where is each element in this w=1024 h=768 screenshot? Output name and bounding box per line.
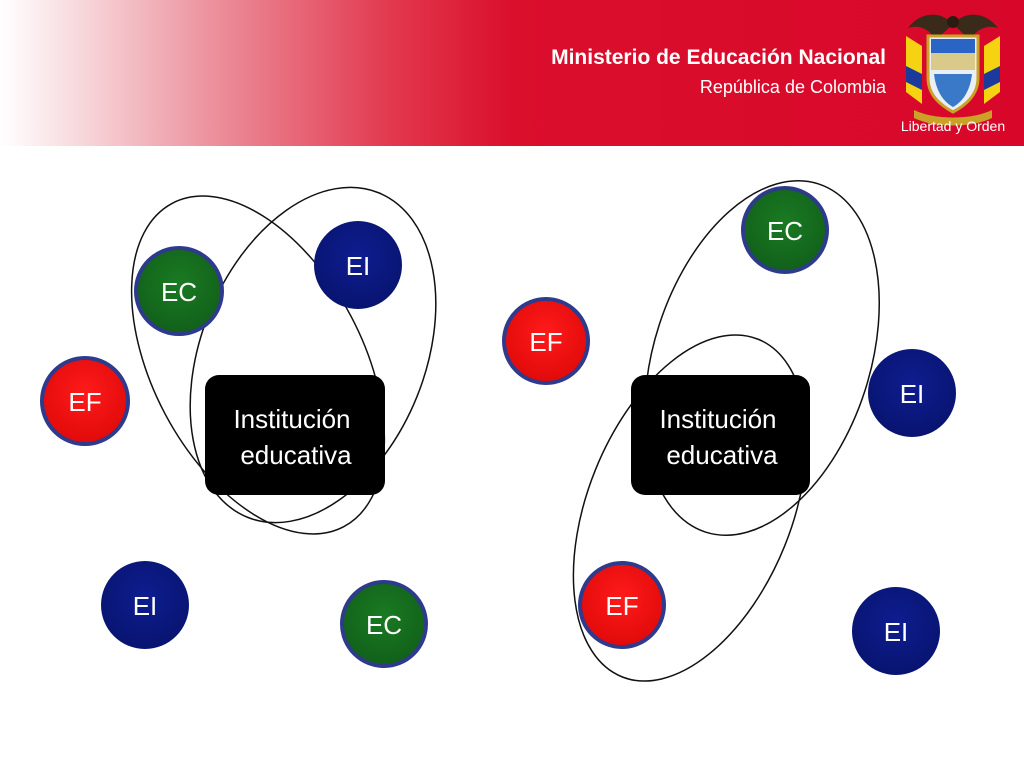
left-institution-line1: Institución: [233, 404, 350, 434]
right-institution-box: Institución educativa: [631, 375, 810, 495]
svg-text:EI: EI: [900, 379, 925, 409]
left-node-ec-bottom: EC: [340, 580, 428, 668]
left-institution-line2: educativa: [240, 440, 352, 470]
svg-text:EC: EC: [366, 610, 402, 640]
left-institution-box: Institución educativa: [205, 375, 385, 495]
right-node-ei-top: EI: [868, 349, 956, 437]
ministry-title: Ministerio de Educación Nacional: [551, 46, 886, 69]
svg-text:EF: EF: [68, 387, 101, 417]
motto-text: Libertad y Orden: [901, 118, 1005, 134]
left-node-ec-top: EC: [134, 246, 224, 336]
svg-text:EC: EC: [767, 216, 803, 246]
right-node-ef-bottom: EF: [578, 561, 666, 649]
svg-text:EF: EF: [605, 591, 638, 621]
right-grouping-ellipse-ec: [643, 180, 881, 536]
right-node-ef-top: EF: [502, 297, 590, 385]
svg-text:Libertad y Orden: Libertad y Orden: [901, 118, 1005, 134]
svg-text:EI: EI: [346, 251, 371, 281]
left-node-ef: EF: [40, 356, 130, 446]
right-node-ei-bottom: EI: [852, 587, 940, 675]
header-banner: Ministerio de Educación Nacional Repúbli…: [0, 0, 1024, 146]
svg-text:EI: EI: [133, 591, 158, 621]
left-node-ei-bottom: EI: [101, 561, 189, 649]
svg-text:EF: EF: [529, 327, 562, 357]
right-institution-line2: educativa: [666, 440, 778, 470]
svg-text:EI: EI: [884, 617, 909, 647]
left-diagram: Institución educativa EC EI EF EI EC: [40, 186, 437, 668]
right-node-ec: EC: [741, 186, 829, 274]
coat-of-arms-logo: [906, 14, 1000, 126]
right-diagram: Institución educativa EC EF EI EF EI: [502, 180, 956, 682]
left-node-ei-top: EI: [314, 221, 402, 309]
right-grouping-ellipse-ef: [572, 334, 808, 682]
ministry-subtitle: República de Colombia: [699, 77, 886, 97]
right-institution-line1: Institución: [659, 404, 776, 434]
left-grouping-ellipse-ei: [189, 186, 437, 524]
left-grouping-ellipse-ec: [130, 195, 386, 535]
svg-text:EC: EC: [161, 277, 197, 307]
